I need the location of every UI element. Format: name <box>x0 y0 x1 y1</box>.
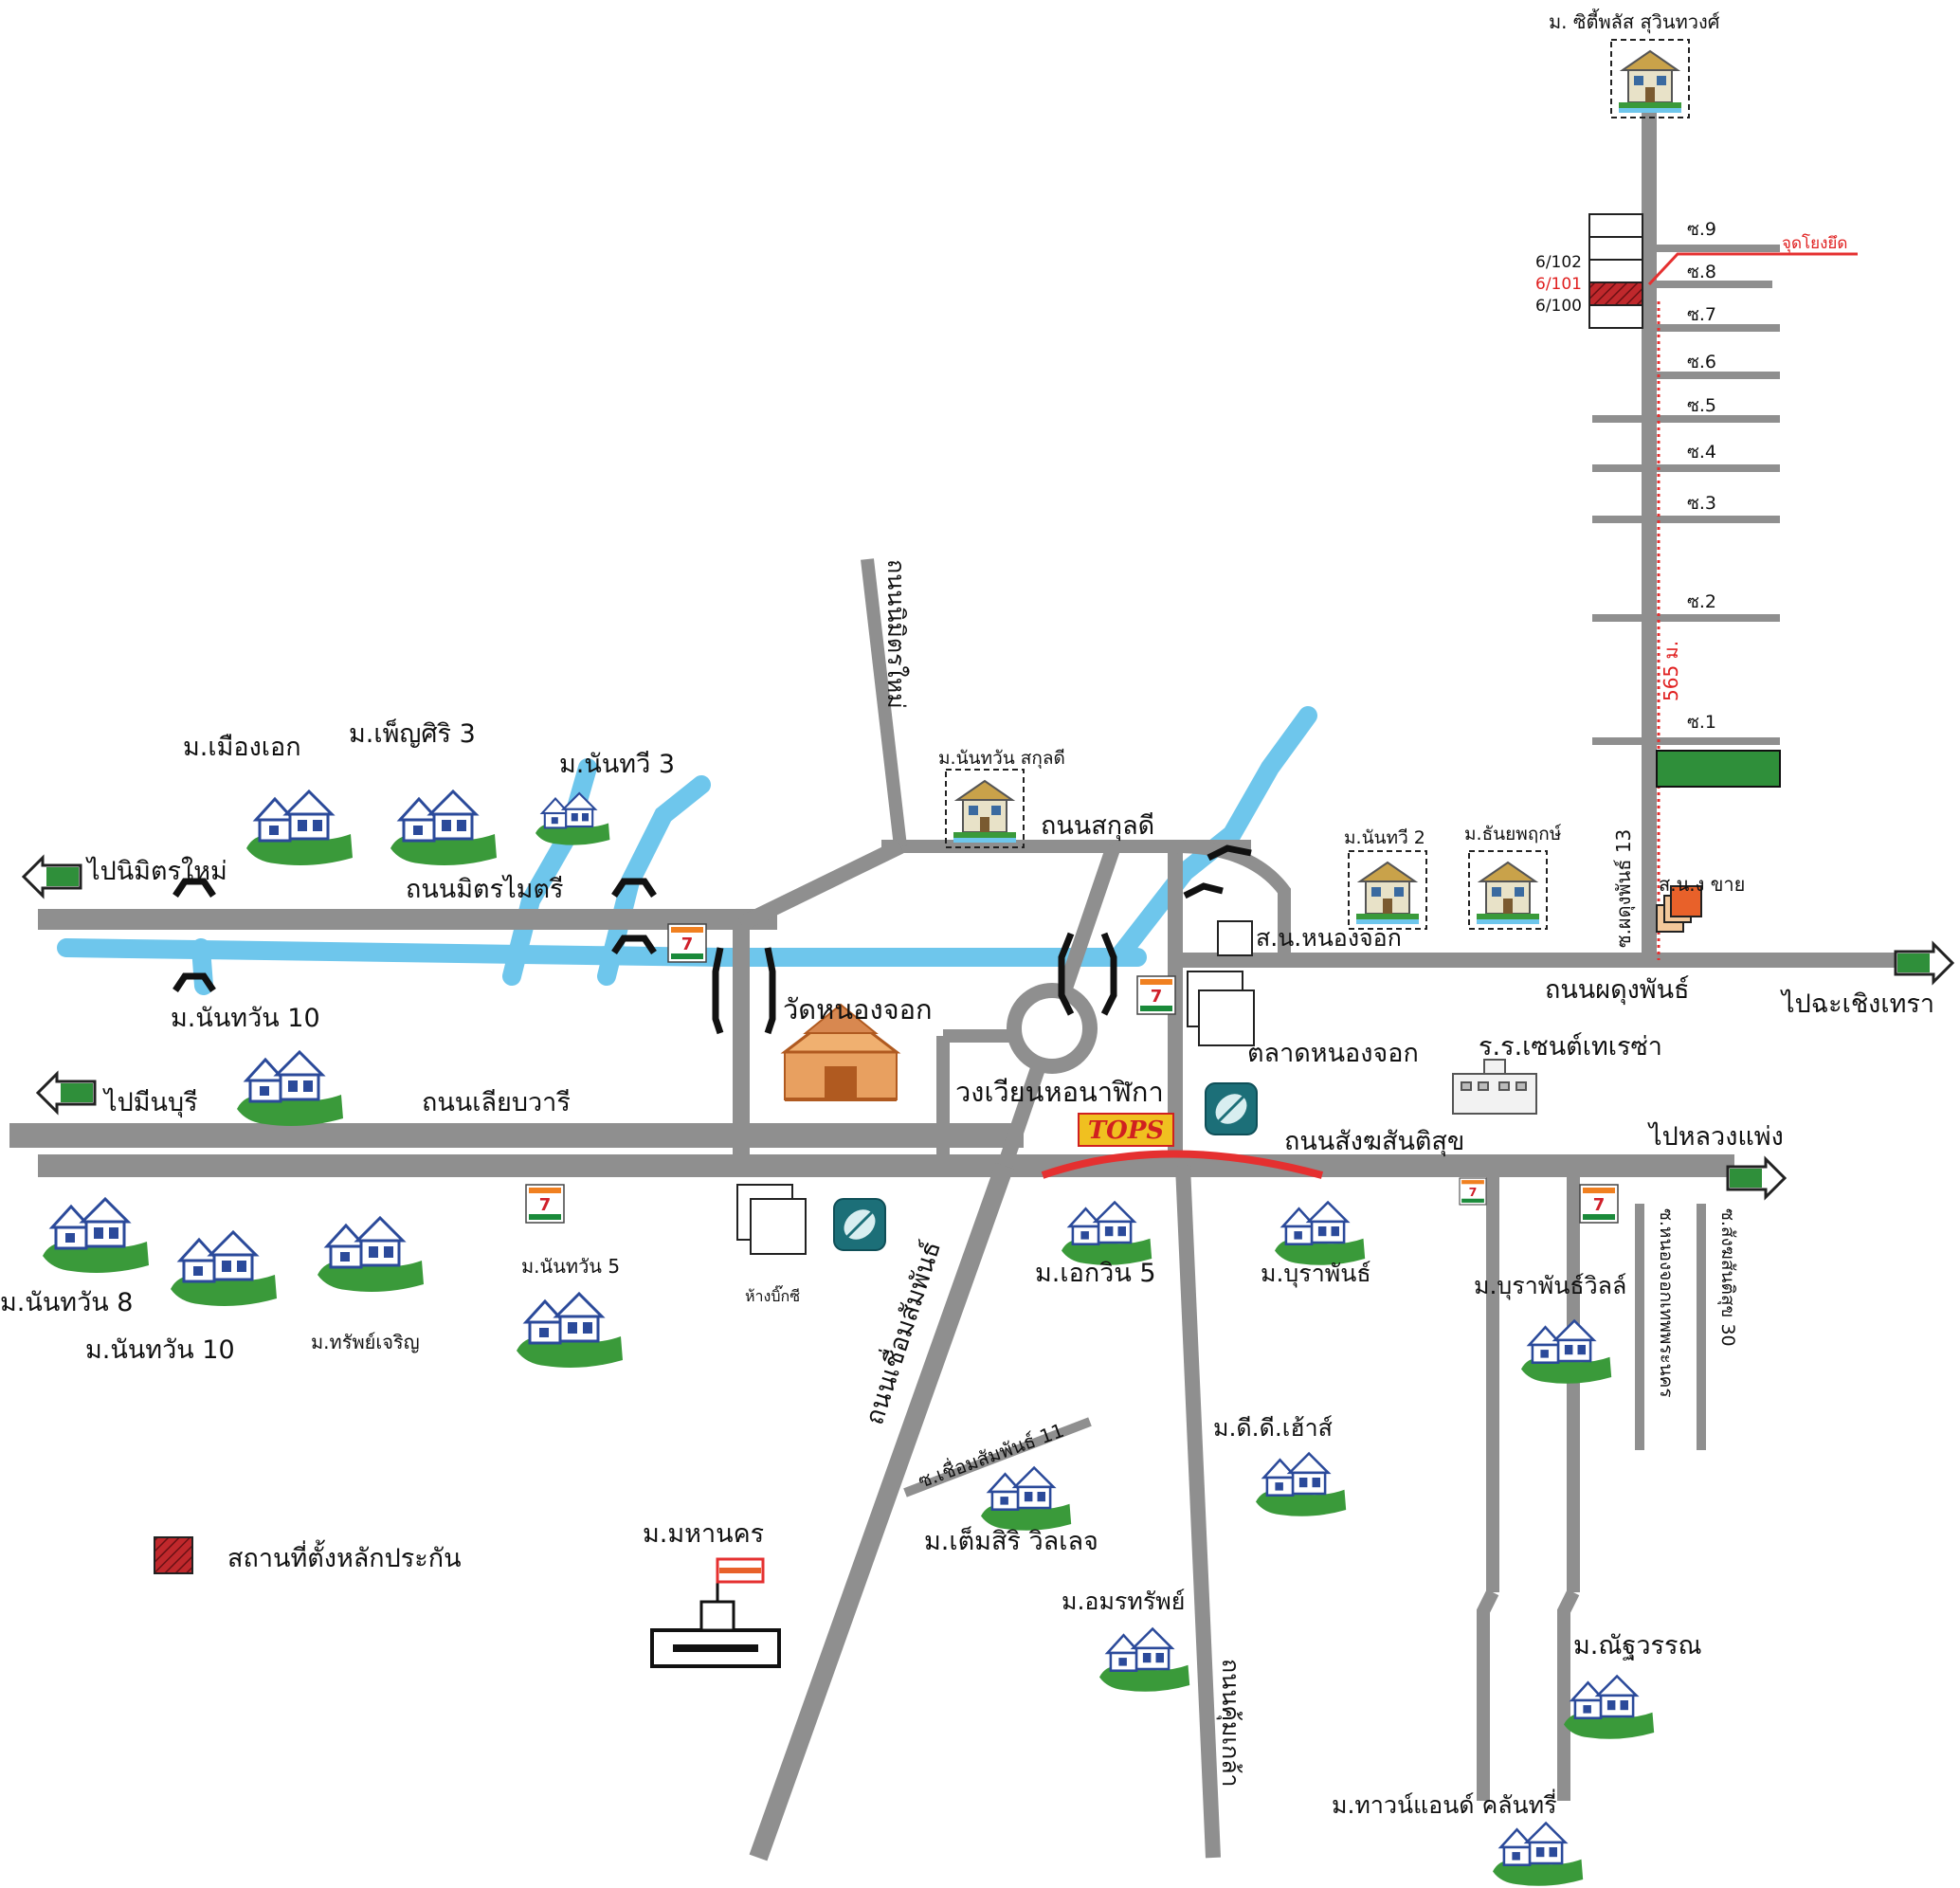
roundabout <box>1007 983 1098 1074</box>
label-buraphan-villa: ม.บุราพันธ์วิลล์ <box>1474 1272 1626 1300</box>
label-to-chachoengsao: ไปฉะเชิงเทรา <box>1780 989 1934 1019</box>
label-nanthawan10-bot: ม.นันทวัน 10 <box>85 1335 235 1365</box>
label-soi-4: ซ.4 <box>1687 442 1716 463</box>
label-soi-9: ซ.9 <box>1687 219 1716 240</box>
label-nanthawan-sakuldi: ม.นันทวัน สกุลดี <box>938 748 1065 770</box>
legend-swatch <box>154 1536 193 1574</box>
label-nattawan: ม.ณัฐวรรณ <box>1573 1631 1702 1661</box>
road-mahathai <box>1175 1165 1221 1859</box>
label-road-chueam: ถนนเชื่อมสัมพันธ์ <box>856 1236 947 1428</box>
canal-branch-3 <box>1109 706 1317 967</box>
village-building-icons <box>945 39 1690 930</box>
road-soi-east-1b <box>1477 1588 1499 1801</box>
label-soi-6: ซ.6 <box>1687 352 1716 372</box>
pin-line <box>1647 252 1858 286</box>
label-snk-ngai: ส.น.ง ขาย <box>1659 873 1745 896</box>
tops-logo: TOPS <box>1078 1113 1174 1147</box>
road-soi-chueam11 <box>903 1417 1092 1498</box>
label-road-sangkha: ถนนสังฆสันติสุข <box>1284 1127 1464 1157</box>
label-to-nimitmai: ไปนิมิตรใหม่ <box>85 856 227 886</box>
label-amonsap: ม.อมรทรัพย์ <box>1062 1588 1185 1615</box>
legend-label: สถานที่ตั้งหลักประกัน <box>227 1539 462 1573</box>
label-plot-6-101: 6/101 <box>1535 275 1582 294</box>
label-road-mitmaitri: ถนนมิตรไมตรี <box>406 875 564 904</box>
label-soi-sangkha30: ซ.สังฆสันติสุข 30 <box>1716 1208 1738 1347</box>
label-road-nimitmai: ถนนนิมิตรใหม่ <box>882 559 910 709</box>
label-pin: จุดโยงยึด <box>1782 233 1847 253</box>
label-townandcountry: ม.ทาวน์แอนด์ คลันทรี่ <box>1332 1788 1557 1819</box>
bridges <box>172 844 1252 1035</box>
label-phensiri3: ม.เพ็ญศิริ 3 <box>349 717 476 749</box>
label-ekwin5: ม.เอกวิน 5 <box>1035 1259 1156 1288</box>
label-buraphan: ม.บุราพันธ์ <box>1261 1260 1371 1288</box>
label-soi-2: ซ.2 <box>1687 591 1716 612</box>
label-soi-phadung13: ซ.ผดุงพันธ์ 13 <box>1612 829 1636 948</box>
road-nimitmai <box>861 558 907 847</box>
label-temsiri: ม.เต็มสิริ วิลเลจ <box>924 1524 1098 1556</box>
label-mueang-ek: ม.เมืองเอก <box>183 733 301 762</box>
label-road-sakuldi: ถนนสกุลดี <box>1041 811 1154 842</box>
label-bigc: ห้างบิ๊กซี <box>745 1285 800 1305</box>
road-ne-curve <box>1174 840 1291 960</box>
temple-icon <box>780 1003 901 1101</box>
label-distance: 565 ม. <box>1660 641 1682 701</box>
label-mahanakhon: ม.มหานคร <box>643 1519 764 1549</box>
label-sapcharoen: ม.ทรัพย์เจริญ <box>311 1331 420 1353</box>
label-nanthawi3: ม.นันทวี 3 <box>559 750 675 779</box>
label-road-mahathai: ถนนคุ้มเกล้า <box>1216 1659 1244 1788</box>
label-soi-8: ซ.8 <box>1687 262 1716 282</box>
snk-ngai-marker <box>1656 885 1702 933</box>
label-district-office: ส.น.หนองจอก <box>1256 924 1402 952</box>
label-circle: วงเวียนหอนาฬิกา <box>955 1076 1164 1108</box>
road-diag-to-sakuldi <box>737 839 904 932</box>
building-squares <box>736 920 1255 1255</box>
red-curve <box>1041 1150 1324 1179</box>
mahanakhon-icon <box>650 1557 781 1668</box>
label-market: ตลาดหนองจอก <box>1247 1039 1419 1068</box>
north-sois <box>1592 245 1780 745</box>
road-chueam-south <box>749 1162 1014 1861</box>
label-nanthawan8: ม.นันทวัน 8 <box>0 1288 133 1317</box>
label-thanya: ม.ธันยพฤกษ์ <box>1464 824 1562 844</box>
label-road-liapwari: ถนนเลียบวารี <box>422 1088 571 1117</box>
label-nanthawi2: ม.นันทวี 2 <box>1344 827 1425 848</box>
label-soi-1: ซ.1 <box>1687 712 1716 733</box>
main-canal <box>57 938 1147 967</box>
label-soi-5: ซ.5 <box>1687 395 1716 416</box>
label-plot-6-102: 6/102 <box>1535 253 1582 272</box>
label-soi-3: ซ.3 <box>1687 493 1716 514</box>
label-nanthawan5: ม.นันทวัน 5 <box>521 1255 620 1278</box>
label-road-phadung: ถนนผดุงพันธ์ <box>1545 974 1690 1006</box>
label-dd-house: ม.ดี.ดี.เฮ้าส์ <box>1213 1414 1333 1442</box>
label-soi-nongchok: ซ.หนองจอกเทพพระนคร <box>1656 1208 1677 1398</box>
road-soi-east-2b <box>1557 1588 1580 1801</box>
green-block <box>1656 750 1781 788</box>
label-to-luangphaeng: ไปหลวงแพ่ง <box>1647 1122 1784 1152</box>
label-school: ร.ร.เซนต์เทเรซ่า <box>1479 1031 1662 1062</box>
label-nanthawan10-top: ม.นันทวัน 10 <box>171 1004 320 1033</box>
school-icon <box>1452 1059 1537 1115</box>
label-wat: วัดหนองจอก <box>783 993 933 1026</box>
label-soi-7: ซ.7 <box>1687 304 1716 325</box>
label-plot-6-100: 6/100 <box>1535 297 1582 316</box>
collateral-plot <box>1588 281 1643 306</box>
tops-logo-text: TOPS <box>1088 1116 1164 1145</box>
label-city-plus: ม. ซิตี้พลัส สุวินทวงศ์ <box>1549 9 1720 34</box>
plots <box>1588 213 1643 329</box>
label-to-minburi: ไปมีนบุรี <box>102 1088 198 1118</box>
